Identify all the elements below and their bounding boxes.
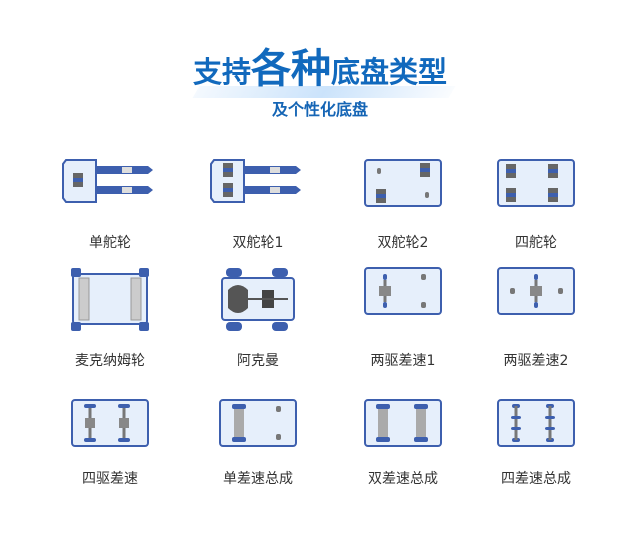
chassis-item-diff2b: 两驱差速2	[466, 266, 606, 369]
chassis-label: 两驱差速2	[503, 353, 569, 369]
double-diff-chassis-icon	[333, 398, 473, 448]
single-diff-chassis-icon	[188, 398, 328, 448]
chassis-label: 阿克曼	[237, 353, 279, 369]
chassis-item-mecanum: 麦克纳姆轮	[40, 266, 180, 369]
chassis-label: 双舵轮2	[377, 235, 429, 251]
four-steer-chassis-icon	[466, 158, 606, 208]
chassis-item-diff4: 四驱差速	[40, 398, 180, 487]
chassis-label: 四差速总成	[501, 471, 571, 487]
quad-diff-chassis-icon	[466, 398, 606, 448]
diff2b-chassis-icon	[466, 266, 606, 316]
diff2a-chassis-icon	[333, 266, 473, 316]
chassis-label: 单舵轮	[89, 235, 131, 251]
double-steer-chassis-icon	[333, 158, 473, 208]
chassis-item-ackermann: 阿克曼	[188, 266, 328, 369]
forklift-single-chassis-icon	[40, 158, 180, 204]
chassis-label: 单差速总成	[223, 471, 293, 487]
chassis-label: 麦克纳姆轮	[75, 353, 145, 369]
chassis-item-forklift-double: 双舵轮1	[188, 158, 328, 251]
title-emphasis: 各种	[251, 46, 331, 92]
chassis-item-double-steer: 双舵轮2	[333, 158, 473, 251]
title-part: 底盘类型	[331, 55, 448, 89]
page-title: 支持各种底盘类型	[0, 36, 640, 94]
mecanum-chassis-icon	[40, 266, 180, 332]
chassis-item-diff2a: 两驱差速1	[333, 266, 473, 369]
title-part: 支持	[192, 55, 251, 89]
chassis-item-four-steer: 四舵轮	[466, 158, 606, 251]
chassis-label: 两驱差速1	[370, 353, 436, 369]
chassis-item-forklift-single: 单舵轮	[40, 158, 180, 251]
chassis-label: 四驱差速	[82, 471, 138, 487]
chassis-label: 双舵轮1	[232, 235, 284, 251]
chassis-label: 四舵轮	[515, 235, 557, 251]
page-subtitle: 及个性化底盘	[271, 100, 368, 119]
ackermann-chassis-icon	[188, 266, 328, 332]
diff4-chassis-icon	[40, 398, 180, 448]
chassis-item-single-diff: 单差速总成	[188, 398, 328, 487]
chassis-item-double-diff: 双差速总成	[333, 398, 473, 487]
chassis-item-quad-diff: 四差速总成	[466, 398, 606, 487]
chassis-label: 双差速总成	[368, 471, 438, 487]
forklift-double-chassis-icon	[188, 158, 328, 204]
